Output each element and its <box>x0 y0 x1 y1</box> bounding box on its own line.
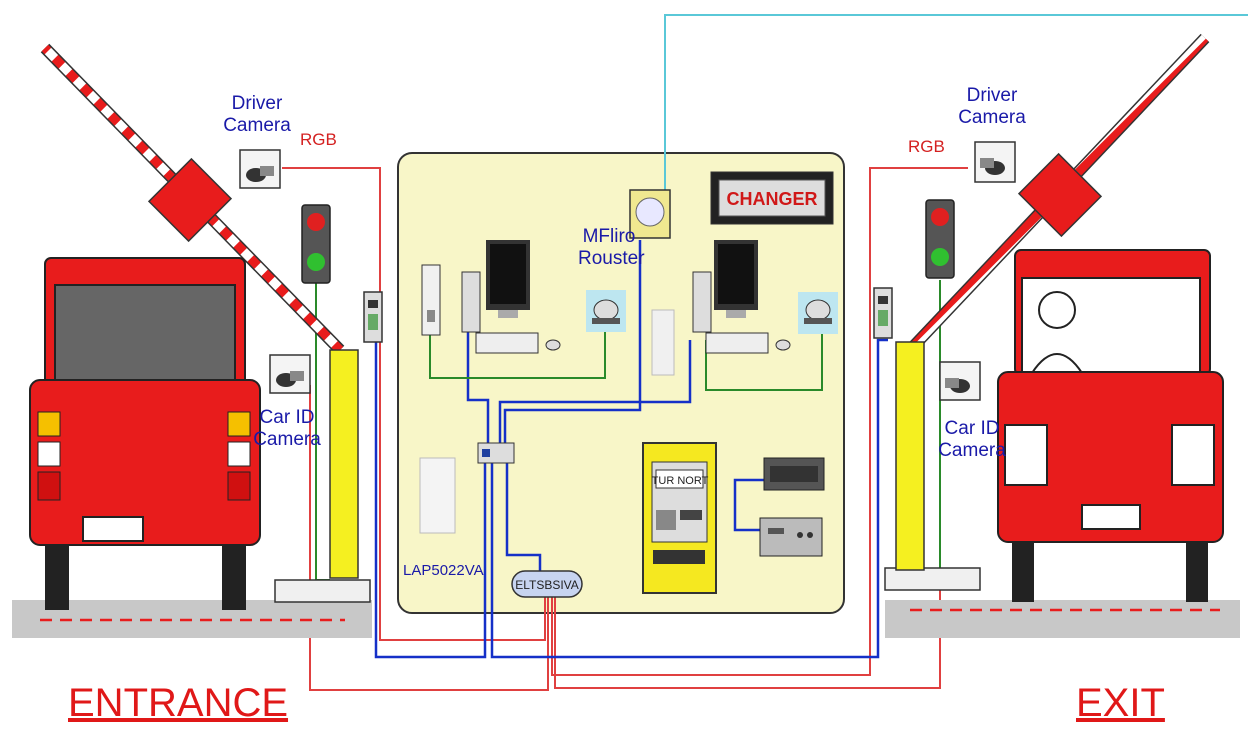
exit-driver-camera-label: Driver Camera <box>957 85 1027 129</box>
router-label: MFliro Rouster <box>578 226 645 270</box>
workstation-1 <box>421 240 561 354</box>
exit-label: EXIT <box>1076 681 1165 725</box>
ethernet-switch: ELTSBSIVA <box>511 570 583 598</box>
intercom-phone-2 <box>798 292 838 334</box>
label-line: Car ID <box>944 418 1000 439</box>
entrance-car-id-camera-icon <box>269 354 311 394</box>
exit-barrier-post <box>895 341 925 571</box>
kiosk-label: TUR NORT <box>652 475 709 487</box>
entrance-driver-camera-label: Driver Camera <box>222 93 292 137</box>
label-line: Rouster <box>578 247 645 269</box>
label-line: Car ID <box>259 407 315 428</box>
exit-rgb-label: RGB <box>908 137 945 156</box>
network-switch-icon <box>477 442 515 464</box>
entrance-label: ENTRANCE <box>68 681 289 725</box>
entrance-barrier-sign <box>147 157 233 243</box>
router-icon <box>629 189 671 239</box>
exit-barrier-sign <box>1017 152 1103 238</box>
switch-label: ELTSBSIVA <box>515 578 579 592</box>
exit-traffic-light <box>925 199 955 279</box>
label-line: Camera <box>223 114 291 136</box>
changer-label: CHANGER <box>726 189 817 209</box>
exit-car-id-camera-icon <box>939 361 981 401</box>
entrance-rgb-label: RGB <box>300 130 337 149</box>
exit-vehicle <box>997 249 1224 602</box>
ups-icon <box>419 457 456 534</box>
exit-card-reader <box>873 287 893 339</box>
uplink-wire <box>664 14 1248 190</box>
exit-driver-camera-icon <box>974 141 1016 183</box>
entrance-card-reader <box>363 291 383 343</box>
ups-label: LAP5022VA <box>403 562 484 579</box>
label-line: Camera <box>958 106 1026 128</box>
pay-kiosk: TUR NORT <box>642 442 717 594</box>
changer-display: CHANGER <box>710 171 834 225</box>
entrance-driver-camera-icon <box>239 149 281 189</box>
network-device-1 <box>763 457 825 491</box>
intercom-phone-1 <box>586 290 626 332</box>
entrance-barrier-post <box>329 349 359 579</box>
blue-wires <box>372 240 888 659</box>
label-line: MFliro <box>582 226 636 247</box>
entrance-traffic-light <box>301 204 331 284</box>
label-line: Driver <box>231 93 283 114</box>
label-line: Driver <box>966 85 1018 106</box>
network-device-2 <box>759 517 823 557</box>
label-line: Camera <box>938 439 1006 461</box>
workstation-2 <box>651 240 791 376</box>
entrance-vehicle <box>29 257 261 610</box>
entrance-car-id-camera-label: Car ID Camera <box>252 407 322 451</box>
red-wires <box>282 167 968 691</box>
label-line: Camera <box>253 428 321 450</box>
exit-ground <box>885 600 1240 638</box>
exit-car-id-camera-label: Car ID Camera <box>937 418 1007 462</box>
